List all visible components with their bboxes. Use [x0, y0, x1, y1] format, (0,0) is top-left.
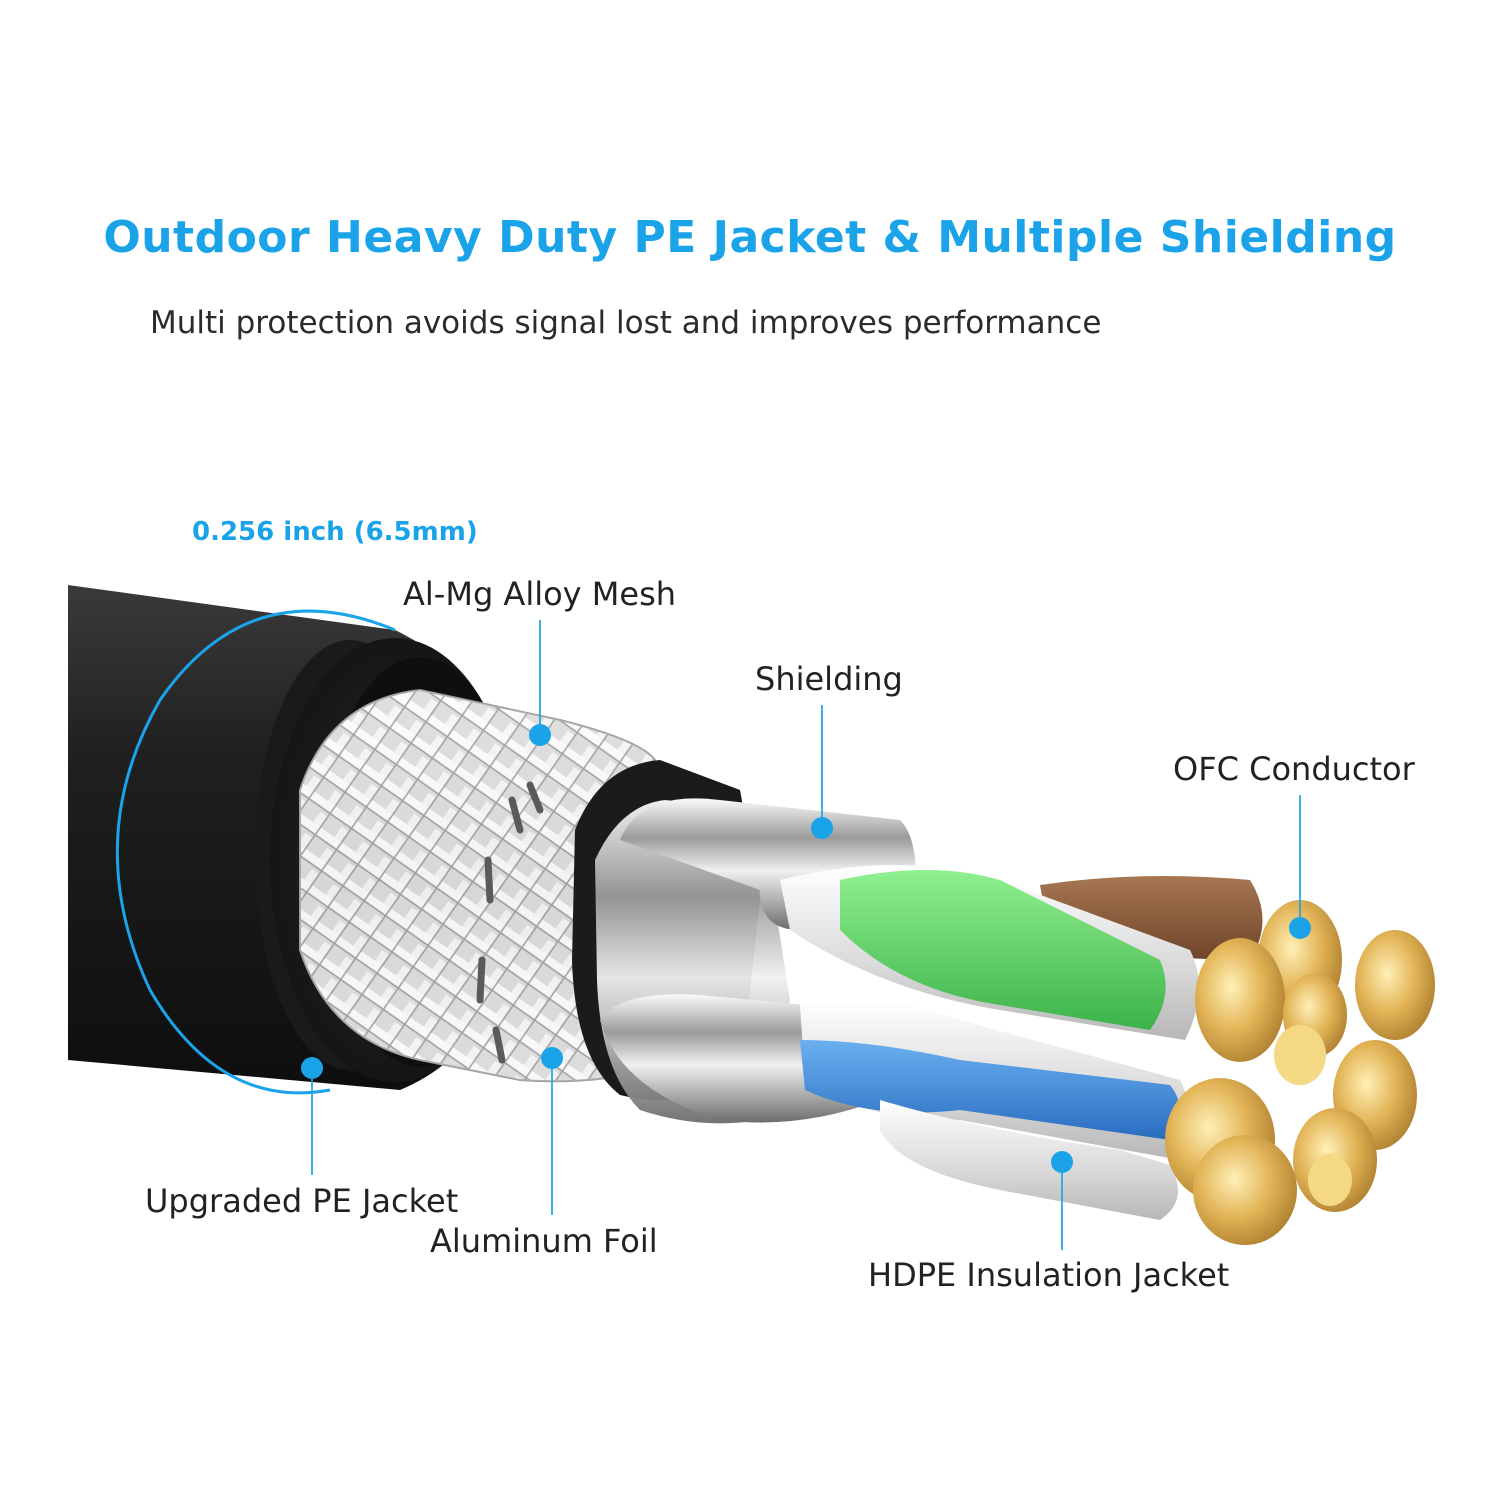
diameter-label: 0.256 inch (6.5mm)	[192, 517, 478, 547]
label-pe-jacket: Upgraded PE Jacket	[145, 1182, 458, 1220]
page-subtitle: Multi protection avoids signal lost and …	[150, 305, 1102, 341]
ofc-conductor-bundles	[1165, 900, 1435, 1245]
label-insulation: HDPE Insulation Jacket	[868, 1256, 1229, 1294]
diameter-indicator-arc	[115, 609, 396, 1095]
label-foil: Aluminum Foil	[430, 1222, 658, 1260]
label-conductor: OFC Conductor	[1173, 750, 1416, 788]
marker-alloy-mesh	[529, 724, 551, 746]
page-title: Outdoor Heavy Duty PE Jacket & Multiple …	[103, 212, 1397, 263]
marker-pe-jacket	[301, 1057, 323, 1079]
marker-conductor	[1289, 917, 1311, 939]
marker-foil	[541, 1047, 563, 1069]
label-alloy-mesh: Al-Mg Alloy Mesh	[403, 575, 676, 613]
label-shielding: Shielding	[755, 660, 903, 698]
marker-insulation	[1051, 1151, 1073, 1173]
marker-shielding	[811, 817, 833, 839]
